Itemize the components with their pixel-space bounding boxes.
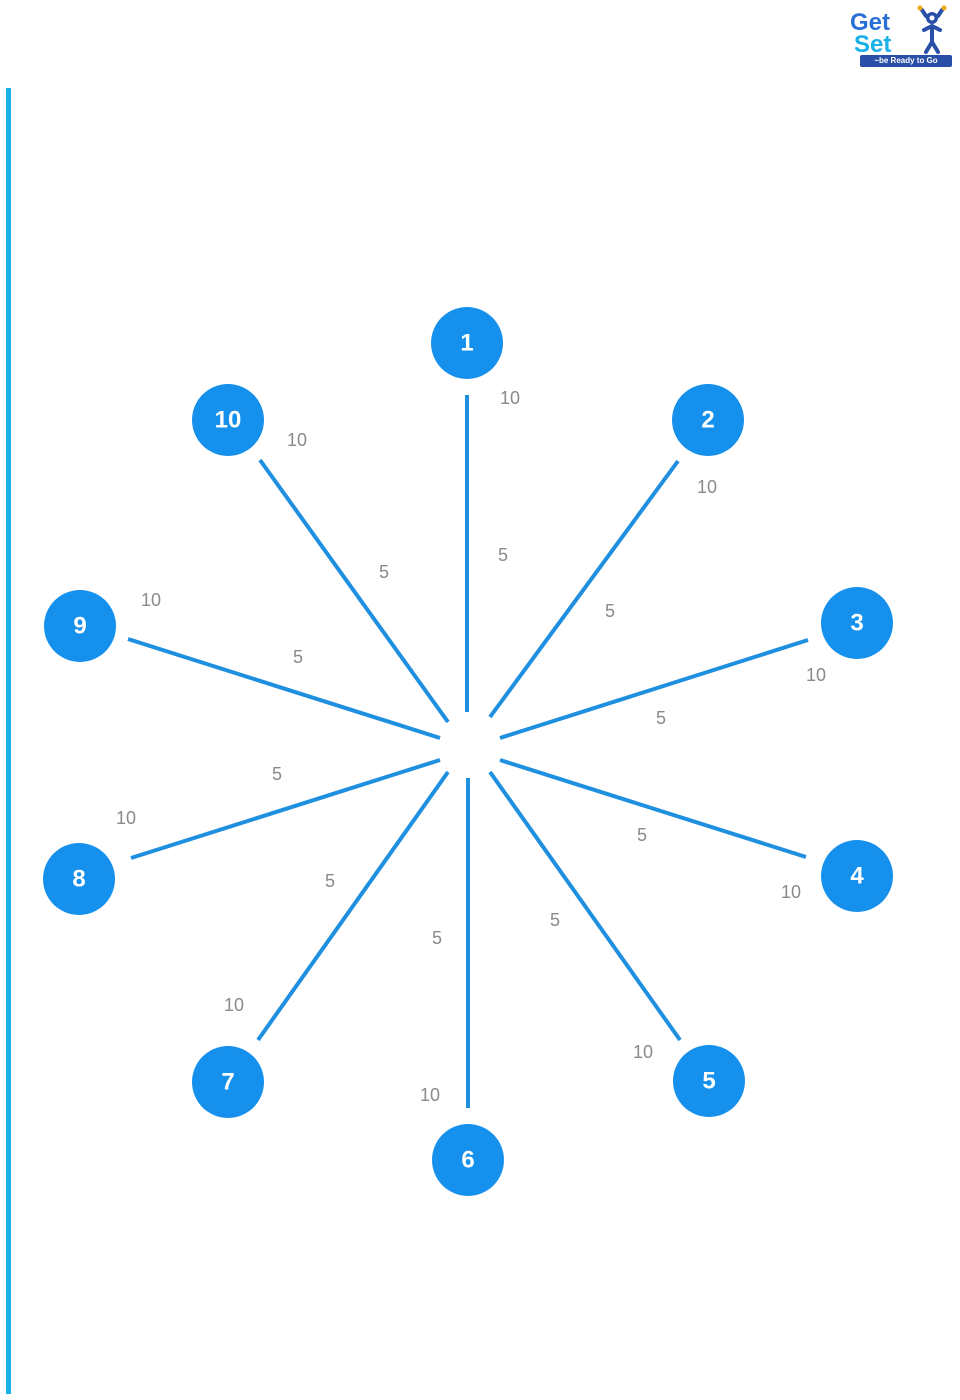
- spoke-9-outer-label: 10: [141, 590, 161, 610]
- spoke-2-inner-label: 5: [605, 601, 615, 621]
- spoke-7-inner-label: 5: [325, 871, 335, 891]
- node-6: 6: [432, 1124, 504, 1196]
- node-10-label: 10: [215, 406, 242, 433]
- node-2-circle: [672, 384, 744, 456]
- node-3: 3: [821, 587, 893, 659]
- spoke-5-outer-label: 10: [633, 1042, 653, 1062]
- spoke-4-outer-label: 10: [781, 882, 801, 902]
- node-2-label: 2: [701, 406, 714, 433]
- spoke-3-inner-label: 5: [656, 708, 666, 728]
- node-9-circle: [44, 590, 116, 662]
- node-7: 7: [192, 1046, 264, 1118]
- spoke-line-3: [499, 638, 809, 740]
- node-10-circle: [192, 384, 264, 456]
- node-4-circle: [821, 840, 893, 912]
- node-5-circle: [673, 1045, 745, 1117]
- spoke-6-inner-label: 5: [432, 928, 442, 948]
- spoke-7-outer-label: 10: [224, 995, 244, 1015]
- logo-figure-icon: [917, 5, 947, 54]
- node-5-label: 5: [702, 1067, 715, 1094]
- spoke-line-4: [499, 758, 807, 859]
- node-4: 4: [821, 840, 893, 912]
- logo-graphic: Get Set: [850, 5, 947, 58]
- spoke-4-inner-label: 5: [637, 825, 647, 845]
- node-5: 5: [673, 1045, 745, 1117]
- nodes-group: 1 2 3 4 5 6 7 8 9 10: [43, 307, 893, 1196]
- node-9-label: 9: [73, 612, 86, 639]
- spoke-1-inner-label: 5: [498, 545, 508, 565]
- spoke-line-5: [488, 770, 682, 1042]
- spoke-line-9: [127, 637, 441, 740]
- node-8: 8: [43, 843, 115, 915]
- node-4-label: 4: [850, 862, 864, 889]
- logo-tagline: ~be Ready to Go: [860, 55, 952, 67]
- spoke-8-inner-label: 5: [272, 764, 282, 784]
- node-1-label: 1: [460, 329, 473, 356]
- spokes-group: [127, 395, 809, 1108]
- logo-word-set: Set: [854, 31, 891, 58]
- node-6-label: 6: [461, 1146, 474, 1173]
- left-accent-bar: [6, 88, 11, 1394]
- node-7-label: 7: [221, 1068, 234, 1095]
- spoke-labels-group: 5 10 5 10 5 10 5 10 5 10 5 10 5 10 5 10 5 10 5 10: [116, 388, 826, 1105]
- node-7-circle: [192, 1046, 264, 1118]
- node-9: 9: [44, 590, 116, 662]
- node-6-circle: [432, 1124, 504, 1196]
- node-8-label: 8: [72, 865, 85, 892]
- node-2: 2: [672, 384, 744, 456]
- spoke-3-outer-label: 10: [806, 665, 826, 685]
- getset-logo: Get Set ~be Ready to Go: [846, 4, 956, 70]
- spoke-10-inner-label: 5: [379, 562, 389, 582]
- node-10: 10: [192, 384, 264, 456]
- spoke-line-2: [488, 459, 680, 719]
- spoke-9-inner-label: 5: [293, 647, 303, 667]
- node-3-label: 3: [850, 609, 863, 636]
- spoke-6-outer-label: 10: [420, 1085, 440, 1105]
- node-3-circle: [821, 587, 893, 659]
- spoke-10-outer-label: 10: [287, 430, 307, 450]
- spoke-line-10: [258, 458, 450, 724]
- spoke-8-outer-label: 10: [116, 808, 136, 828]
- logo-word-get: Get: [850, 9, 890, 36]
- spoke-line-8: [130, 758, 441, 860]
- spoke-5-inner-label: 5: [550, 910, 560, 930]
- node-1-circle: [431, 307, 503, 379]
- spoke-line-7: [256, 770, 450, 1042]
- spoke-2-outer-label: 10: [697, 477, 717, 497]
- node-1: 1: [431, 307, 503, 379]
- node-8-circle: [43, 843, 115, 915]
- spoke-1-outer-label: 10: [500, 388, 520, 408]
